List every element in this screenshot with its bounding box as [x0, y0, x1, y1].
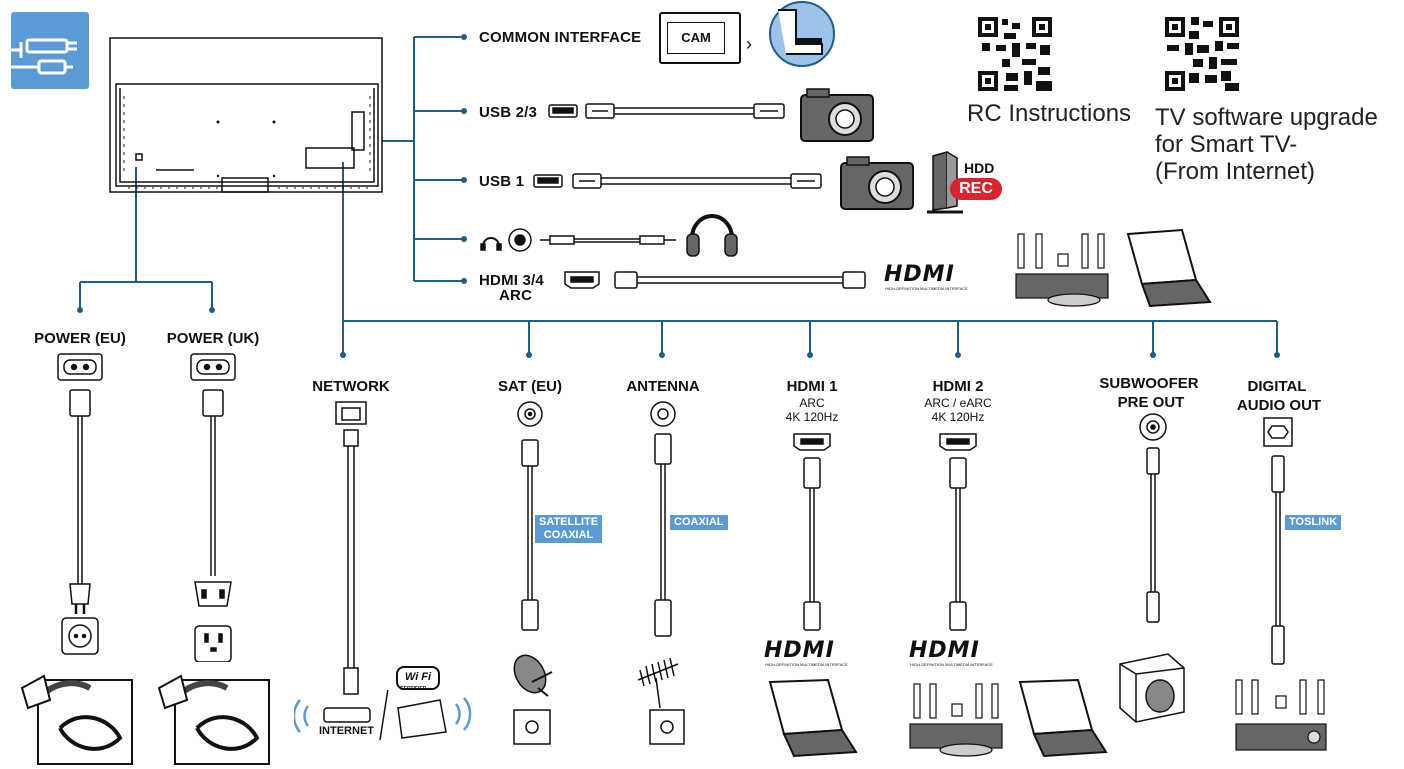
wifi-icon [294, 690, 472, 741]
connector-dot [807, 352, 813, 358]
subwoofer-cable-icon [1139, 413, 1167, 623]
sat-tag-line2: COAXIAL [543, 529, 594, 541]
connector-dot [461, 236, 467, 242]
power-cable-uk-icon [190, 353, 236, 662]
wifi-certified-label: CERTIFIED [400, 686, 427, 692]
subwoofer-label-line2: PRE OUT [1117, 394, 1185, 411]
internet-label: INTERNET [319, 725, 374, 737]
power-cord-uk-icon [157, 674, 270, 765]
hdmi34-label-line1: HDMI 3/4 [479, 272, 544, 289]
sat-tag: SATELLITE COAXIAL [535, 515, 603, 543]
digital-label-line1: DIGITAL [1247, 378, 1307, 395]
digital-label-line2: AUDIO OUT [1236, 397, 1322, 414]
network-label: NETWORK [312, 378, 390, 395]
hdmi2-label: HDMI 2 [932, 378, 984, 395]
power-uk-label: POWER (UK) [166, 330, 260, 347]
network-cable-icon [335, 401, 367, 695]
hdmi-logo-sub: HIGH-DEFINITION MULTIMEDIA INTERFACE [765, 662, 848, 667]
subwoofer-icon [1119, 653, 1185, 723]
hdmi-cable-icon [564, 271, 866, 289]
home-theater-icon [909, 683, 1003, 757]
headphone-cable-icon [480, 228, 676, 252]
home-theater-icon [1235, 679, 1327, 751]
satellite-dish-icon [513, 654, 553, 745]
hdmi-logo: HDMI [764, 638, 835, 663]
antenna-icon [637, 657, 685, 745]
subwoofer-label-line1: SUBWOOFER [1099, 375, 1199, 392]
hdmi-logo: HDMI [884, 262, 955, 287]
hdmi2-sub1: ARC / eARC [924, 396, 992, 410]
hdmi1-sub2: 4K 120Hz [785, 410, 839, 424]
sat-tag-line1: SATELLITE [539, 516, 599, 528]
usb23-label: USB 2/3 [479, 104, 538, 121]
slot-detail-icon [769, 1, 835, 67]
chevron-right-icon: › [746, 34, 752, 54]
camera-icon [840, 156, 914, 210]
connector-dot [461, 177, 467, 183]
laptop-icon [1018, 678, 1108, 758]
optical-cable-icon [1263, 417, 1293, 665]
hdmi-logo: HDMI [909, 638, 980, 663]
rec-badge: REC [950, 178, 1002, 200]
upgrade-label-line2: for Smart TV- [1155, 131, 1298, 158]
tv-back-icon [109, 37, 383, 193]
qr-code-icon [976, 15, 1054, 93]
antenna-label: ANTENNA [626, 378, 700, 395]
hdmi1-label: HDMI 1 [786, 378, 838, 395]
headphones-icon [686, 214, 738, 257]
connector-dot [209, 307, 215, 313]
upgrade-label-line3: (From Internet) [1155, 158, 1316, 185]
connector-dot [1274, 352, 1280, 358]
cam-card-icon: CAM [659, 12, 741, 64]
hdmi1-sub1: ARC [799, 396, 825, 410]
power-cable-eu-icon [57, 353, 103, 655]
power-eu-label: POWER (EU) [34, 330, 126, 347]
upgrade-label-line1: TV software upgrade [1155, 104, 1378, 131]
antenna-tag: COAXIAL [670, 515, 728, 530]
usb1-label: USB 1 [479, 173, 525, 190]
connector-dot [659, 352, 665, 358]
cam-label: CAM [667, 22, 725, 54]
usb-cable-icon [533, 173, 822, 189]
sat-cable-icon [517, 401, 543, 631]
connector-dot [340, 352, 346, 358]
connector-dot [955, 352, 961, 358]
hdmi1-cable-icon [793, 433, 831, 631]
connector-dot [461, 34, 467, 40]
sat-label: SAT (EU) [498, 378, 562, 395]
connector-dot [77, 307, 83, 313]
connector-dot [526, 352, 532, 358]
usb-cable-icon [548, 103, 785, 119]
hdmi2-sub2: 4K 120Hz [931, 410, 985, 424]
toslink-tag: TOSLINK [1285, 515, 1342, 530]
rc-instructions-label: RC Instructions [967, 100, 1132, 127]
qr-code-icon [1163, 15, 1241, 93]
cable-category-icon [11, 12, 89, 89]
hdmi-logo-sub: HIGH-DEFINITION MULTIMEDIA INTERFACE [910, 662, 993, 667]
hdd-label: HDD [964, 160, 995, 176]
camera-icon [800, 88, 874, 142]
connector-dot [461, 278, 467, 284]
wifi-logo: Wi Fi [396, 666, 440, 690]
laptop-icon [768, 678, 858, 758]
common-interface-label: COMMON INTERFACE [479, 29, 642, 46]
connector-dot [1150, 352, 1156, 358]
home-theater-icon [1015, 233, 1109, 307]
laptop-icon [1126, 228, 1212, 308]
power-cord-eu-icon [20, 674, 133, 765]
hdmi34-label-line2: ARC [499, 287, 533, 304]
hdmi-logo-sub: HIGH-DEFINITION MULTIMEDIA INTERFACE [885, 286, 968, 291]
connector-dot [461, 108, 467, 114]
antenna-cable-icon [650, 401, 676, 637]
hdmi2-cable-icon [939, 433, 977, 631]
